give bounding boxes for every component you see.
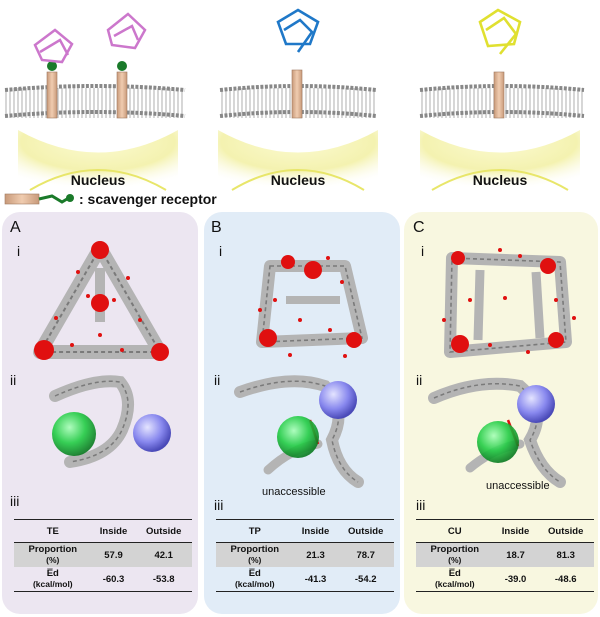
te-proportion-label: Proportion(%): [14, 542, 92, 567]
panel-c-row-iii: iii: [416, 497, 425, 513]
te-proportion-inside: 57.9: [91, 542, 136, 567]
cu-ed-inside: -39.0: [493, 567, 538, 592]
tp-proportion-inside: 21.3: [293, 542, 338, 567]
panel-a-letter: A: [10, 219, 21, 236]
tp-ed-label: E̅d(kcal/mol): [216, 567, 294, 592]
cu-table: CU Inside Outside Proportion(%) 18.7 81.…: [416, 519, 594, 592]
panel-a-row-i: i: [17, 243, 20, 259]
te-table-name: TE: [14, 519, 92, 543]
membrane-scene-tp: Nucleus: [218, 8, 378, 191]
membrane-scene-cu: Nucleus: [419, 8, 585, 191]
cu-proportion-label: Proportion(%): [416, 542, 494, 567]
outside-binding-sphere: [133, 414, 171, 452]
te-docking-render: [49, 375, 171, 468]
tp-outside-header: Outside: [337, 519, 394, 543]
legend-text: : scavenger receptor: [79, 191, 217, 207]
cu-inside-header: Inside: [493, 519, 538, 543]
cu-proportion-inside: 18.7: [493, 542, 538, 567]
cu-proportion-outside: 81.3: [537, 542, 594, 567]
panel-c-row-ii: ii: [416, 372, 422, 388]
tp-structure-render: [256, 255, 368, 358]
inside-binding-sphere: [52, 412, 96, 456]
nucleus-label-te: Nucleus: [71, 172, 126, 188]
cu-docking-render: unaccessible: [428, 377, 566, 492]
panel-a-row-iii: iii: [10, 493, 19, 509]
te-ed-outside: -53.8: [135, 567, 192, 592]
cu-ed-outside: -48.6: [537, 567, 594, 592]
panel-c-letter: C: [413, 219, 425, 236]
tp-inside-header: Inside: [293, 519, 338, 543]
panel-b-row-iii: iii: [214, 497, 223, 513]
te-outside-header: Outside: [135, 519, 192, 543]
nucleus-label-cu: Nucleus: [473, 172, 528, 188]
te-table: TE Inside Outside Proportion(%) 57.9 42.…: [14, 519, 192, 592]
te-ed-inside: -60.3: [91, 567, 136, 592]
panel-b-row-ii: ii: [214, 372, 220, 388]
tp-proportion-outside: 78.7: [337, 542, 394, 567]
panel-c-row-i: i: [421, 243, 424, 259]
tp-table: TP Inside Outside Proportion(%) 21.3 78.…: [216, 519, 394, 592]
cu-table-name: CU: [416, 519, 494, 543]
cu-structure-render: [442, 248, 576, 358]
cu-outside-header: Outside: [537, 519, 594, 543]
panel-b-row-i: i: [219, 243, 222, 259]
te-proportion-outside: 42.1: [135, 542, 192, 567]
tp-ed-inside: -41.3: [293, 567, 338, 592]
unaccessible-label-cu: unaccessible: [486, 480, 550, 492]
te-structure-render: [33, 241, 169, 361]
cu-ed-label: E̅d(kcal/mol): [416, 567, 494, 592]
tp-proportion-label: Proportion(%): [216, 542, 294, 567]
panel-a-row-ii: ii: [10, 372, 16, 388]
panel-a-background: [2, 212, 198, 614]
membrane-scene-te: Nucleus: [4, 12, 186, 191]
tp-ed-outside: -54.2: [337, 567, 394, 592]
te-ed-label: E̅d(kcal/mol): [14, 567, 92, 592]
nucleus-label-tp: Nucleus: [271, 172, 326, 188]
panel-b-letter: B: [211, 219, 222, 236]
tp-docking-render: unaccessible: [234, 375, 364, 498]
te-inside-header: Inside: [91, 519, 136, 543]
scavenger-receptor-legend: : scavenger receptor: [4, 191, 217, 207]
unaccessible-label-tp: unaccessible: [262, 486, 326, 498]
tp-table-name: TP: [216, 519, 294, 543]
